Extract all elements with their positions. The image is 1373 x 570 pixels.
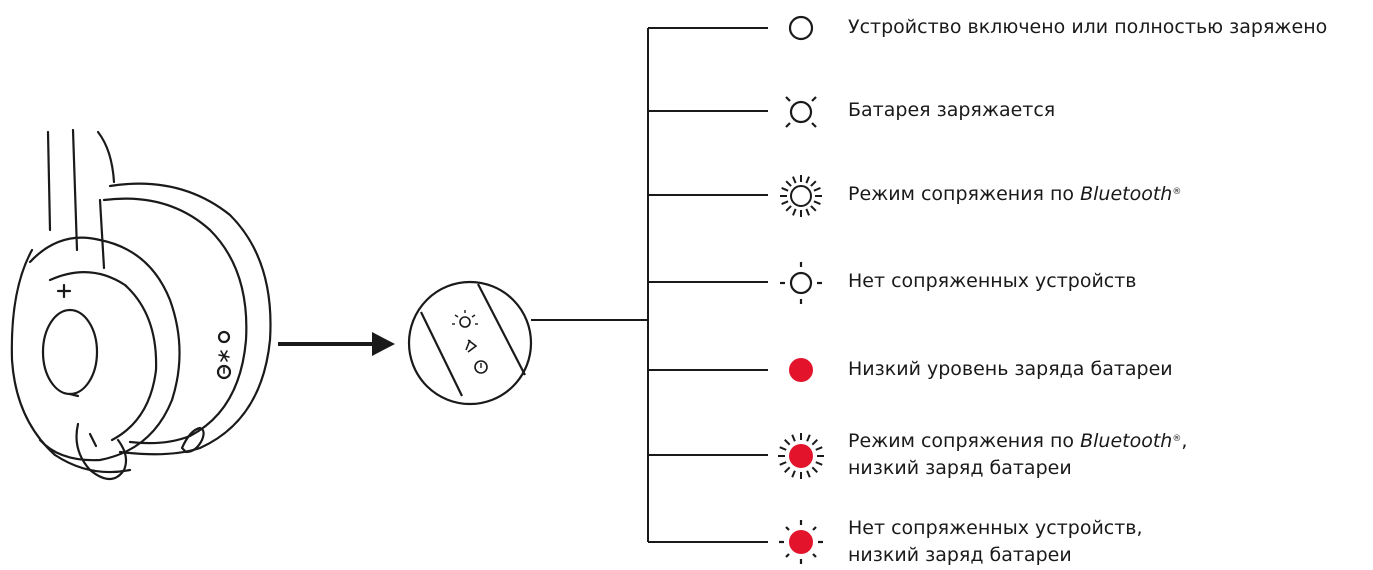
indicator-label-pairing-low-battery: Режим сопряжения по Bluetooth®, низкий з…: [848, 430, 1188, 479]
pointer-arrow: [278, 332, 395, 356]
led-blinking-white-icon: [780, 262, 822, 304]
led-ray: [810, 205, 817, 212]
led-ray: [813, 200, 821, 205]
led-ray: [792, 208, 797, 216]
led-ray: [791, 470, 796, 478]
led-ray: [811, 439, 818, 446]
bluetooth-brand: Bluetooth: [1080, 430, 1173, 452]
indicator-label-on-or-charged: Устройство включено или полностью заряже…: [848, 16, 1328, 38]
led-blinking-red-icon: [779, 520, 823, 564]
bracket-lines: [531, 27, 768, 543]
led-ray: [805, 208, 810, 216]
indicator-label-pairing: Режим сопряжения по Bluetooth®: [848, 183, 1182, 205]
led-ray: [781, 200, 789, 205]
indicator-label-low-battery: Низкий уровень заряда батареи: [848, 358, 1173, 380]
led-ray: [785, 180, 792, 187]
led-ray: [779, 446, 787, 451]
led-ray: [813, 187, 821, 192]
led-ray: [791, 434, 796, 442]
bluetooth-brand: Bluetooth: [1080, 183, 1173, 205]
led-solid-red-icon: [789, 358, 813, 382]
led-ray: [784, 466, 791, 473]
led-pulsing-white-icon: [785, 96, 817, 128]
magnified-detail: [407, 280, 533, 406]
led-ray: [785, 205, 792, 212]
led-flashing-white-icon: [780, 175, 822, 217]
led-ray: [784, 439, 791, 446]
indicator-label-no-paired: Нет сопряженных устройств: [848, 270, 1137, 292]
led-ray: [811, 466, 818, 473]
led-ray: [805, 176, 810, 184]
indicator-label-no-paired-low-battery: Нет сопряженных устройств, низкий заряд …: [848, 517, 1143, 566]
led-solid-white-icon: [788, 15, 814, 41]
led-flashing-red-icon: [778, 433, 824, 479]
led-ray: [806, 434, 811, 442]
registered-mark: ®: [1172, 434, 1182, 444]
registered-mark: ®: [1172, 187, 1182, 197]
headset-illustration: [10, 128, 272, 481]
led-ray: [806, 470, 811, 478]
led-ray: [781, 187, 789, 192]
led-ray: [792, 176, 797, 184]
led-ray: [779, 461, 787, 466]
indicator-label-charging: Батарея заряжается: [848, 99, 1056, 121]
led-ray: [810, 180, 817, 187]
led-ray: [815, 461, 823, 466]
led-ray: [815, 446, 823, 451]
